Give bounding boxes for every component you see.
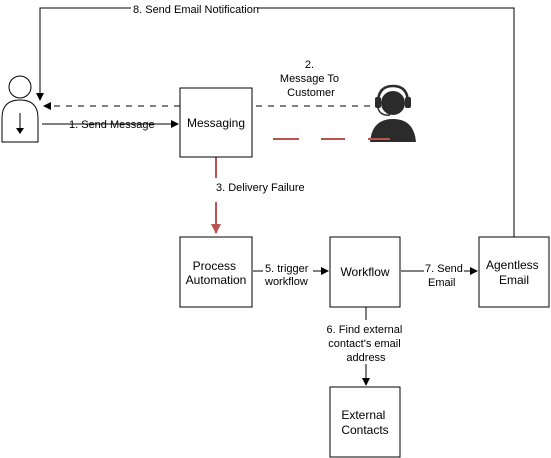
edge-label-1: 1. Send Message	[69, 119, 155, 131]
edge-label-7: 7. Send Email	[425, 263, 466, 289]
edge-label-6: 6. Find external contact's email address	[327, 324, 406, 364]
node-label-agentless-email: Agentless Email	[486, 258, 542, 287]
edge-find-external-contact: 6. Find external contact's email address	[323, 307, 409, 386]
edge-send-email-notification: 8. Send Email Notification	[36, 2, 515, 237]
support-agent-headset-icon	[368, 84, 416, 142]
edge-label-3: 3. Delivery Failure	[216, 182, 305, 194]
node-label-workflow: Workflow	[340, 265, 389, 279]
user-icon	[1, 75, 39, 143]
node-messaging: Messaging	[179, 87, 253, 158]
edge-label-2: 2. Message To Customer	[280, 59, 342, 99]
edge-trigger-workflow: 5. trigger workflow	[253, 262, 329, 288]
edge-label-5: 5. trigger workflow	[264, 263, 311, 288]
edge-message-to-customer: 2. Message To Customer	[43, 59, 370, 110]
node-external-contacts: External Contacts	[329, 386, 401, 458]
node-workflow: Workflow	[329, 236, 401, 308]
node-process-automation: Process Automation	[179, 236, 253, 308]
edge-send-message: 1. Send Message	[42, 119, 179, 131]
node-label-messaging: Messaging	[187, 116, 245, 130]
node-label-process-automation: Process Automation	[186, 259, 247, 287]
edge-label-8: 8. Send Email Notification	[133, 4, 259, 16]
node-agentless-email: Agentless Email	[478, 236, 550, 308]
edge-send-email: 7. Send Email	[401, 262, 478, 289]
edge-delivery-failure: 3. Delivery Failure	[211, 157, 305, 234]
node-label-external-contacts: External Contacts	[341, 408, 388, 437]
